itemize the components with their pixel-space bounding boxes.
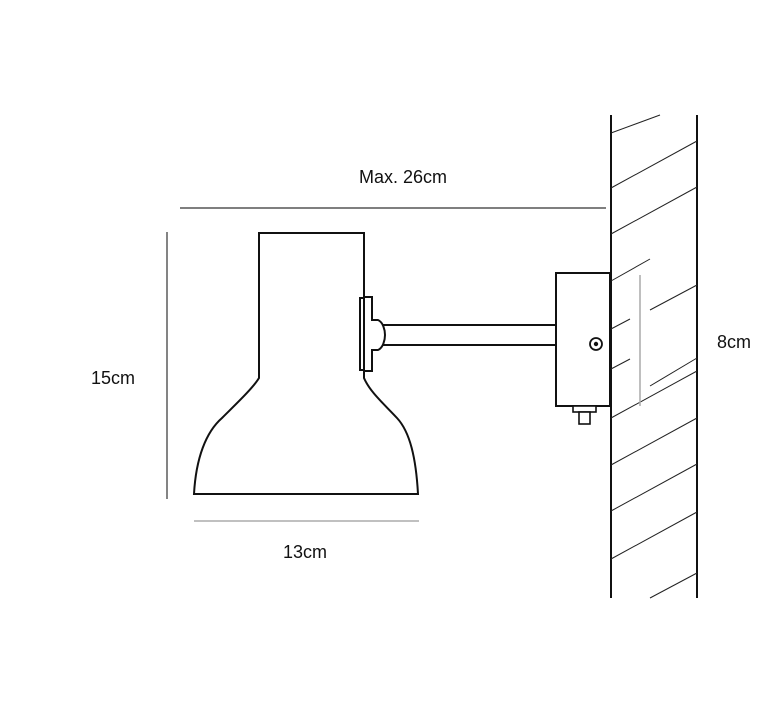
- mount-screw-inner: [593, 341, 599, 347]
- wall-hatching: [610, 114, 698, 599]
- switch-knob: [578, 411, 591, 425]
- height-label: 15cm: [91, 368, 135, 388]
- lamp-arm: [382, 324, 556, 346]
- mount-height-label: 8cm: [717, 332, 751, 352]
- width-label: 13cm: [283, 542, 327, 562]
- max-length-label: Max. 26cm: [359, 167, 447, 187]
- shade-coupling: [363, 296, 387, 372]
- wall-mount: [555, 272, 611, 425]
- dimension-lines: [166, 207, 606, 522]
- wall: [610, 114, 698, 599]
- mount-box: [555, 272, 611, 407]
- switch-collar: [572, 405, 597, 413]
- lamp-shade: [192, 232, 420, 495]
